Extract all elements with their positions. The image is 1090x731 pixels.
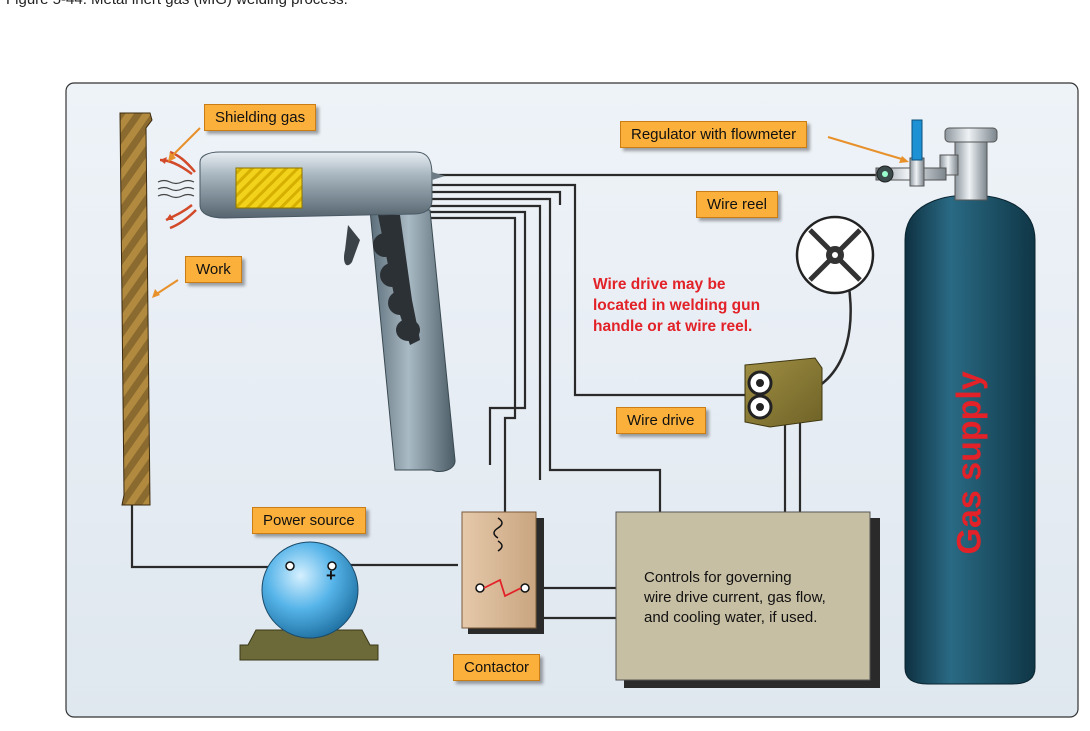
label-power-source: Power source [252, 507, 366, 534]
contactor [461, 511, 544, 634]
controls-line-2: wire drive current, gas flow, [644, 589, 826, 606]
label-contactor: Contactor [453, 654, 541, 681]
label-regulator-flowmeter: Regulator with flowmeter [620, 121, 808, 148]
gas-supply-label: Gas supply [950, 371, 989, 555]
label-leaders [154, 127, 906, 296]
wire-drive-note: Wire drive may be located in welding gun… [593, 274, 760, 337]
leader-arrowheads [152, 152, 909, 298]
controls-line-3: and cooling water, if used. [644, 609, 818, 626]
controls-box [615, 511, 880, 688]
positive-terminal-sign: + [326, 566, 336, 585]
note-line-2: located in welding gun [593, 297, 761, 314]
note-line-1: Wire drive may be [593, 276, 726, 293]
workpiece [119, 112, 153, 506]
power-source [239, 541, 379, 661]
wire-drive [744, 357, 823, 428]
label-work: Work [185, 256, 242, 283]
gas-cylinder [904, 127, 1036, 685]
label-shielding-gas: Shielding gas [204, 104, 317, 131]
note-line-3: handle or at wire reel. [593, 318, 753, 335]
label-wire-drive: Wire drive [616, 407, 706, 434]
label-wire-reel: Wire reel [696, 191, 779, 218]
wire-reel [795, 215, 875, 295]
regulator-flowmeter [875, 119, 947, 187]
figure-caption: Figure 5-44. Metal inert gas (MIG) weldi… [6, 0, 348, 8]
welding-gun [199, 151, 456, 473]
shielding-gas-flow [157, 150, 197, 230]
controls-description: Controls for governing wire drive curren… [644, 568, 826, 628]
controls-line-1: Controls for governing [644, 569, 792, 586]
